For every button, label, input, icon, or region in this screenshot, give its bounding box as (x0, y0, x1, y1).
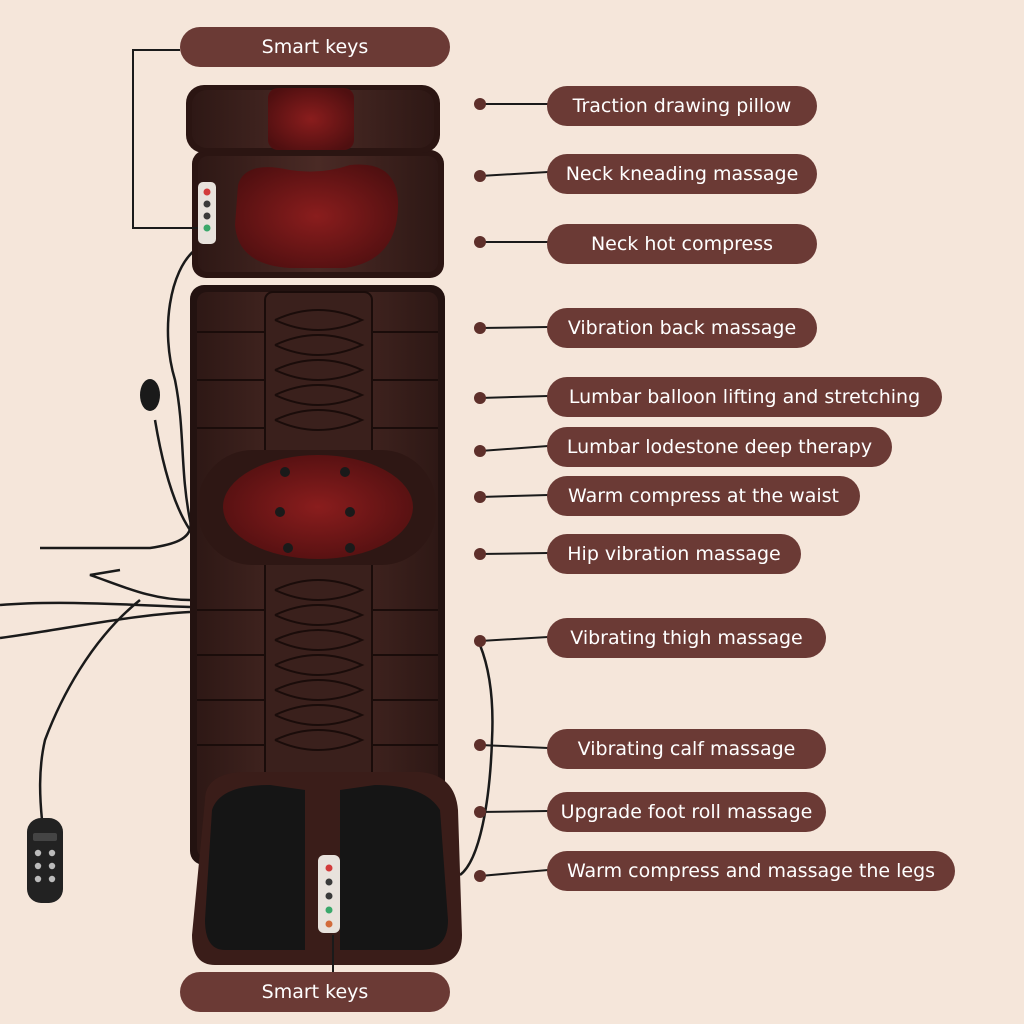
feature-label-warm-legs: Warm compress and massage the legs (547, 851, 955, 891)
callout-dots (474, 98, 486, 882)
feature-label-warm-waist: Warm compress at the waist (547, 476, 860, 516)
feature-label-neck-kneading: Neck kneading massage (547, 154, 817, 194)
lodestone-nodes (275, 467, 355, 553)
feature-label-vibrating-calf: Vibrating calf massage (547, 729, 826, 769)
feature-label-lumbar-lodestone: Lumbar lodestone deep therapy (547, 427, 892, 467)
smart-keys-top-label: Smart keys (180, 27, 450, 67)
feature-label-neck-hot-compress: Neck hot compress (547, 224, 817, 264)
remote-control (27, 818, 63, 903)
feature-label-vibration-back: Vibration back massage (547, 308, 817, 348)
feature-label-traction-pillow: Traction drawing pillow (547, 86, 817, 126)
power-cables (0, 249, 494, 876)
feature-label-foot-roll: Upgrade foot roll massage (547, 792, 826, 832)
feature-label-vibrating-thigh: Vibrating thigh massage (547, 618, 826, 658)
callout-lines (132, 49, 549, 972)
air-pump-bulb (140, 379, 160, 411)
feature-label-hip-vibration: Hip vibration massage (547, 534, 801, 574)
feature-label-lumbar-balloon: Lumbar balloon lifting and stretching (547, 377, 942, 417)
smart-keys-bottom-label: Smart keys (180, 972, 450, 1012)
